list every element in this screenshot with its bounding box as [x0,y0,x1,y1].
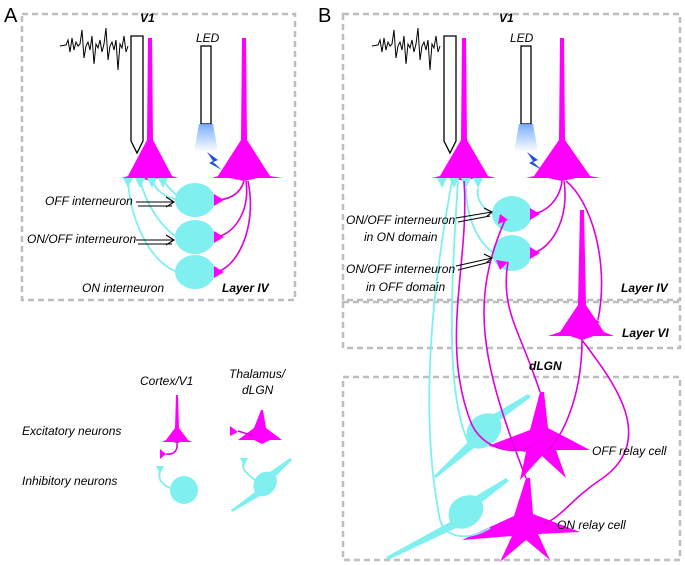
legend-cortex-inhibitory-synapse [156,466,164,474]
label-on-interneuron: ON interneuron [82,281,164,295]
layer-vi-label: Layer VI [622,326,669,340]
label-off-interneuron: OFF interneuron [45,194,133,208]
arrow-interneuron-on-domain [455,207,493,223]
inhibitory-axons-a [127,177,179,273]
legend-cortex-excitatory-axon [165,443,178,455]
led-probe-a [200,45,212,125]
interneuron-on [175,255,215,289]
layer-iv-label-b: Layer IV [621,281,669,295]
legend-row-excitatory: Excitatory neurons [22,424,121,438]
dlgn-interneuron-upper [434,394,531,478]
led-label-b: LED [510,31,534,45]
legend-row-inhibitory: Inhibitory neurons [22,474,117,488]
interneuron-on-domain [492,196,532,232]
legend-cortex-excitatory-synapse [160,449,166,459]
inhibitory-projections [428,180,491,538]
interneuron-off [175,183,215,217]
lightning-icon-a [207,152,222,170]
off-relay-label: OFF relay cell [592,444,667,458]
panel-b-letter: B [318,5,331,27]
label-interneuron-off-domain-1: ON/OFF interneuron [346,262,455,276]
legend-cortex-inhibitory-axon [158,469,171,489]
excitatory-axons-a [214,180,252,273]
panel-b: B V1 LED [318,5,682,562]
led-probe-b [520,45,532,125]
legend: Cortex/V1 Thalamus/ dLGN Excitatory neur… [22,367,292,512]
recording-electrode-a [130,35,144,155]
led-label-a: LED [196,31,220,45]
arrow-interneuron-off-domain [455,253,493,271]
pyramidal-neuron-a-left [122,38,178,181]
legend-col-thalamus-1: Thalamus/ [229,367,287,381]
layer-iv-box-b [341,12,682,302]
legend-thalamus-excitatory [238,410,282,444]
off-relay-cell [488,392,590,480]
interneuron-on-off [175,220,215,254]
lightning-icon-b [527,152,542,170]
legend-thalamus-excitatory-synapse [230,426,238,436]
legend-col-cortex: Cortex/V1 [140,374,193,388]
legend-cortex-excitatory [162,395,192,444]
excitatory-projections [455,180,630,526]
recording-trace-b [371,27,441,71]
dlgn-label: dLGN [529,359,562,373]
inhibitory-axons-b [465,187,495,254]
layer-iv-box-a [20,12,297,302]
recording-electrode-b [443,35,457,155]
v1-label-a: V1 [140,11,155,25]
pyramidal-neuron-b-right [526,38,600,181]
label-interneuron-off-domain-2: in OFF domain [366,280,445,294]
led-light-b [514,124,538,152]
inhibitory-synapses-a [123,178,168,188]
legend-cortex-inhibitory [170,476,198,504]
panel-a: A V1 LED OFF interneuron [4,5,297,302]
dlgn-interneuron-lower [386,478,509,560]
label-interneuron-on-domain-1: ON/OFF interneuron [346,213,455,227]
arrow-off-interneuron [136,196,176,208]
recording-trace-a [59,27,129,71]
label-interneuron-on-domain-2: in ON domain [364,230,438,244]
on-relay-label: ON relay cell [557,518,626,532]
inhibitory-synapses-b [437,178,483,188]
excitatory-synapses-b [496,208,600,532]
excitatory-synapses-a [214,194,224,278]
on-relay-cell [462,478,580,562]
interneuron-off-domain [492,235,532,271]
label-on-off-interneuron: ON/OFF interneuron [27,232,136,246]
legend-col-thalamus-2: dLGN [242,383,274,397]
led-light-a [194,124,218,152]
pyramidal-neuron-a-right [212,38,282,181]
v1-label-b: V1 [499,11,514,25]
layer-iv-label-a: Layer IV [222,281,270,295]
pyramidal-neuron-layer-vi [548,210,614,340]
layer-vi-box [341,300,682,350]
arrow-on-off-interneuron [136,234,176,246]
panel-a-letter: A [4,5,18,27]
pyramidal-neuron-b-left [432,38,496,181]
legend-thalamus-inhibitory-synapse [240,458,248,466]
legend-thalamus-excitatory-axon [237,430,255,437]
